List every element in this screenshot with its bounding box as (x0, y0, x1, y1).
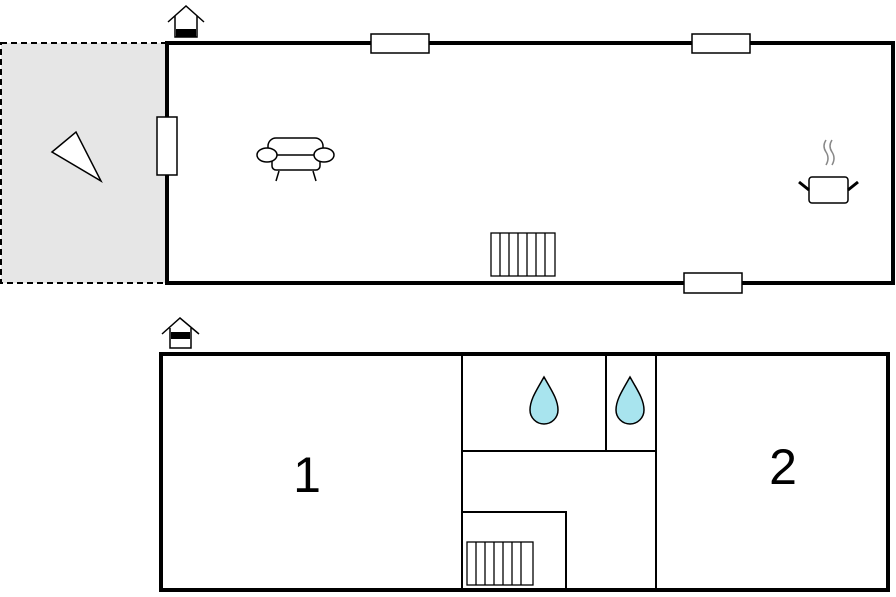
water-drop-icon (615, 375, 645, 425)
ground-floor (0, 4, 895, 294)
house-floor-marker-icon (167, 4, 205, 38)
bedroom-number-2: 2 (769, 439, 797, 495)
house-floor-marker-icon (161, 317, 200, 349)
window-top-left (370, 33, 430, 54)
terrace-triangle-icon (50, 130, 103, 183)
upper-floor: 1 2 (159, 317, 890, 592)
water-drop-icon (529, 375, 559, 425)
cooking-pot-icon (798, 139, 859, 204)
sofa-icon (256, 137, 335, 182)
door-terrace (156, 116, 178, 176)
window-bottom-right (683, 272, 743, 294)
staircase-icon (490, 232, 556, 277)
staircase-icon (466, 541, 534, 586)
bedroom-number-1: 1 (293, 447, 321, 503)
interior-walls (461, 354, 657, 590)
window-top-right (691, 33, 751, 54)
